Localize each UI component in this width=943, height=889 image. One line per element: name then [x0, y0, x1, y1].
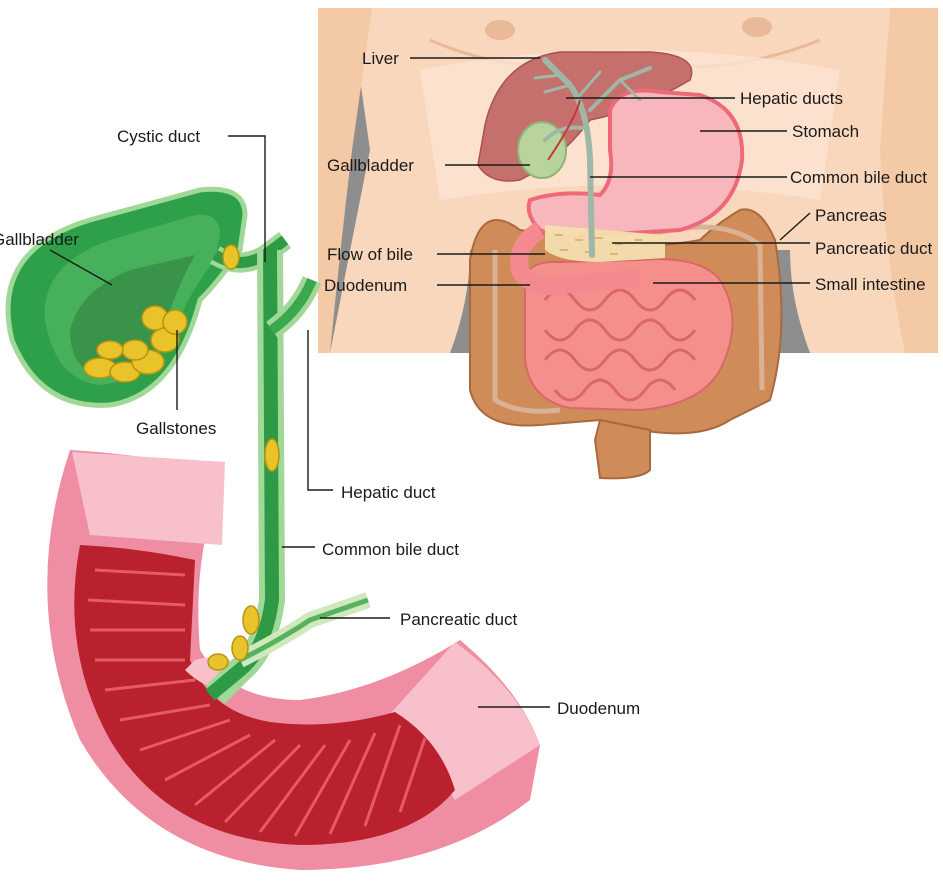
duodenum-detail: [47, 450, 540, 870]
rectum: [593, 418, 651, 480]
label-gallbladder-inset: Gallbladder: [327, 156, 414, 175]
label-cystic-duct: Cystic duct: [117, 127, 200, 146]
pancreas: [545, 225, 665, 262]
torso-inset: [318, 8, 938, 480]
label-flow-of-bile: Flow of bile: [327, 245, 413, 264]
label-common-bile-duct-detail: Common bile duct: [322, 540, 459, 559]
inset-leaders: [410, 57, 811, 286]
duodenum-folds: [87, 568, 427, 837]
detail-leaders: [49, 135, 550, 708]
pancreatic-duct-lumen: [238, 597, 369, 663]
label-small-intestine: Small intestine: [815, 275, 926, 294]
right-arm: [880, 8, 938, 353]
duct-gallstones: [207, 244, 280, 671]
hepatic-artery: [547, 99, 581, 161]
inset-gallbladder: [517, 121, 567, 179]
label-duodenum-inset: Duodenum: [324, 276, 407, 295]
left-nipple: [485, 20, 515, 40]
label-gallbladder-detail: Gallbladder: [0, 230, 79, 249]
right-nipple: [742, 17, 772, 37]
label-hepatic-ducts: Hepatic ducts: [740, 89, 843, 108]
detail-label-group: Cystic duct Gallbladder Gallstones Hepat…: [0, 127, 640, 718]
colon-inner-line: [492, 250, 561, 414]
duodenum-upper-cut: [72, 452, 225, 545]
label-gallstones: Gallstones: [136, 419, 216, 438]
inset-duodenum: [510, 222, 641, 295]
inset-bile-ducts: [533, 57, 652, 258]
label-pancreas: Pancreas: [815, 206, 887, 225]
gallbladder-detail: [5, 186, 371, 705]
small-intestine: [523, 258, 734, 412]
label-hepatic-duct: Hepatic duct: [341, 483, 436, 502]
label-common-bile-duct-inset: Common bile duct: [790, 168, 927, 187]
hepatic-duct-lumen: [269, 278, 317, 335]
duodenum-right-cut: [380, 642, 540, 800]
label-stomach: Stomach: [792, 122, 859, 141]
label-pancreatic-duct-detail: Pancreatic duct: [400, 610, 517, 629]
left-arm: [318, 8, 372, 353]
small-intestine-loops: [543, 288, 697, 402]
inset-label-group: Liver Hepatic ducts Stomach Gallbladder …: [324, 49, 932, 295]
label-pancreatic-duct-inset: Pancreatic duct: [815, 239, 932, 258]
label-duodenum-detail: Duodenum: [557, 699, 640, 718]
gallstones-cluster: [83, 305, 188, 383]
label-liver: Liver: [362, 49, 399, 68]
